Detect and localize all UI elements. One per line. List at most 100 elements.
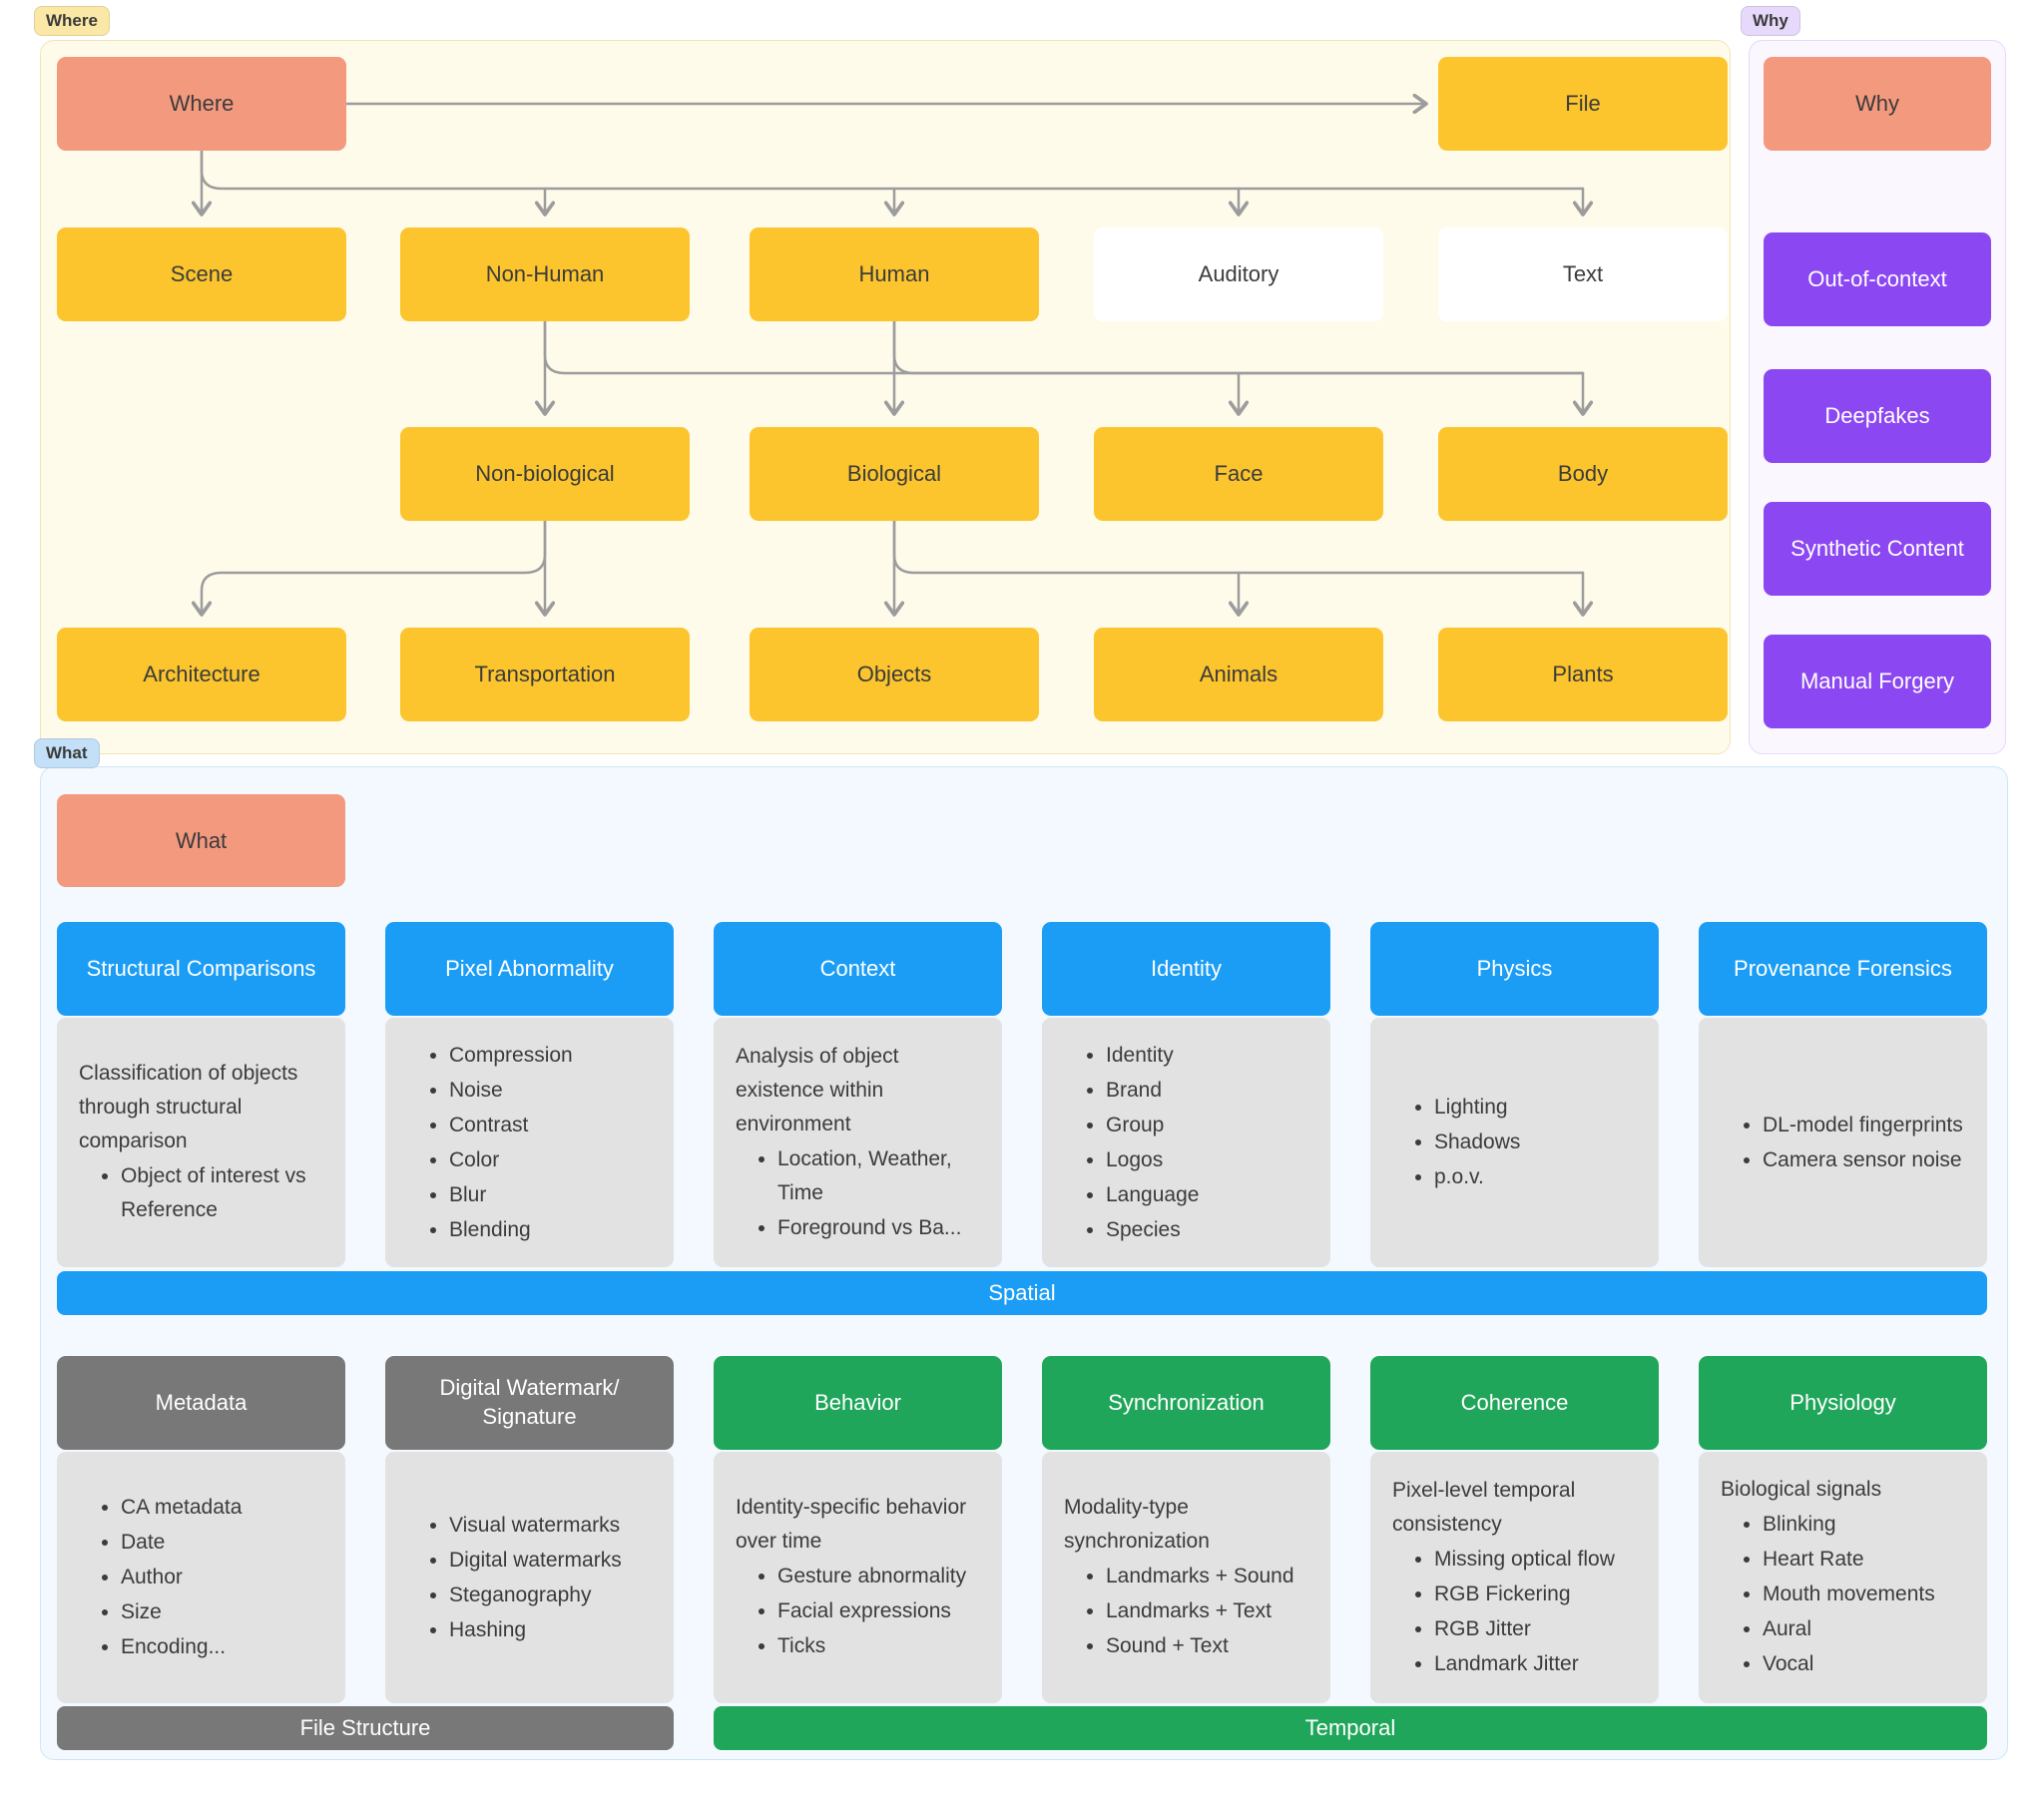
bullet-list: Identity Brand Group Logos Language Spec… (1056, 1038, 1316, 1248)
bullet-item: RGB Fickering (1434, 1578, 1645, 1611)
header-coherence[interactable]: Coherence (1370, 1356, 1659, 1450)
bullet-item: Identity (1106, 1039, 1316, 1073)
bullet-item: Camera sensor noise (1763, 1143, 1973, 1177)
node-scene[interactable]: Scene (57, 227, 346, 321)
bullet-list: Compression Noise Contrast Color Blur Bl… (399, 1038, 660, 1248)
node-plants[interactable]: Plants (1438, 628, 1728, 721)
bullet-list: Gesture abnormality Facial expressions T… (728, 1559, 988, 1664)
body-physics: Lighting Shadows p.o.v. (1370, 1018, 1659, 1267)
node-animals[interactable]: Animals (1094, 628, 1383, 721)
bullet-list: Landmarks + Sound Landmarks + Text Sound… (1056, 1559, 1316, 1664)
bullet-item: Digital watermarks (449, 1544, 660, 1578)
header-metadata[interactable]: Metadata (57, 1356, 345, 1450)
header-structural-comparisons[interactable]: Structural Comparisons (57, 922, 345, 1016)
body-structural-comparisons: Classification of objects through struct… (57, 1018, 345, 1267)
bullet-item: Shadows (1434, 1126, 1645, 1159)
bullet-item: Foreground vs Ba... (777, 1211, 988, 1245)
bullet-list: Blinking Heart Rate Mouth movements Aura… (1713, 1507, 1973, 1682)
bullet-item: Landmark Jitter (1434, 1647, 1645, 1681)
header-context[interactable]: Context (714, 922, 1002, 1016)
header-synchronization[interactable]: Synchronization (1042, 1356, 1330, 1450)
bullet-item: Gesture abnormality (777, 1560, 988, 1593)
why-group-badge: Why (1741, 6, 1800, 36)
body-behavior: Identity-specific behavior over time Ges… (714, 1452, 1002, 1703)
bullet-item: Lighting (1434, 1091, 1645, 1125)
bullet-item: Color (449, 1143, 660, 1177)
node-transportation[interactable]: Transportation (400, 628, 690, 721)
header-provenance-forensics[interactable]: Provenance Forensics (1699, 922, 1987, 1016)
bullet-item: Author (121, 1561, 331, 1594)
body-pixel-abnormality: Compression Noise Contrast Color Blur Bl… (385, 1018, 674, 1267)
bullet-item: Compression (449, 1039, 660, 1073)
bullet-item: Facial expressions (777, 1594, 988, 1628)
where-group-badge: Where (34, 6, 110, 36)
bullet-item: Landmarks + Sound (1106, 1560, 1316, 1593)
bullet-item: RGB Jitter (1434, 1612, 1645, 1646)
bullet-item: Contrast (449, 1109, 660, 1142)
bullet-item: DL-model fingerprints (1763, 1109, 1973, 1142)
intro-text: Modality-type synchronization (1064, 1496, 1210, 1553)
node-objects[interactable]: Objects (750, 628, 1039, 721)
node-text[interactable]: Text (1438, 227, 1728, 321)
bullet-item: Logos (1106, 1143, 1316, 1177)
bullet-item: Ticks (777, 1629, 988, 1663)
where-flow-edges (41, 41, 1730, 753)
bullet-item: Blinking (1763, 1508, 1973, 1542)
header-pixel-abnormality[interactable]: Pixel Abnormality (385, 922, 674, 1016)
bullet-list: Visual watermarks Digital watermarks Ste… (399, 1508, 660, 1648)
what-group-badge: What (34, 738, 100, 768)
node-manual-forgery[interactable]: Manual Forgery (1764, 635, 1991, 728)
node-where-root[interactable]: Where (57, 57, 346, 151)
bullet-item: Visual watermarks (449, 1509, 660, 1543)
bullet-item: Heart Rate (1763, 1543, 1973, 1577)
bullet-item: Size (121, 1595, 331, 1629)
bullet-item: Species (1106, 1213, 1316, 1247)
body-digital-watermark-signature: Visual watermarks Digital watermarks Ste… (385, 1452, 674, 1703)
node-non-biological[interactable]: Non-biological (400, 427, 690, 521)
bullet-item: Brand (1106, 1074, 1316, 1108)
spatial-bar: Spatial (57, 1271, 1987, 1315)
header-physiology[interactable]: Physiology (1699, 1356, 1987, 1450)
bullet-item: Vocal (1763, 1647, 1973, 1681)
bullet-list: DL-model fingerprints Camera sensor nois… (1713, 1108, 1973, 1178)
header-identity[interactable]: Identity (1042, 922, 1330, 1016)
bullet-item: p.o.v. (1434, 1160, 1645, 1194)
what-panel: What Structural Comparisons Pixel Abnorm… (40, 766, 2008, 1760)
node-out-of-context[interactable]: Out-of-context (1764, 232, 1991, 326)
body-identity: Identity Brand Group Logos Language Spec… (1042, 1018, 1330, 1267)
bullet-item: Aural (1763, 1612, 1973, 1646)
node-synthetic-content[interactable]: Synthetic Content (1764, 502, 1991, 596)
node-face[interactable]: Face (1094, 427, 1383, 521)
bullet-item: Mouth movements (1763, 1578, 1973, 1611)
body-coherence: Pixel-level temporal consistency Missing… (1370, 1452, 1659, 1703)
bullet-item: Encoding... (121, 1630, 331, 1664)
node-auditory[interactable]: Auditory (1094, 227, 1383, 321)
node-body[interactable]: Body (1438, 427, 1728, 521)
node-why-root[interactable]: Why (1764, 57, 1991, 151)
bullet-item: Language (1106, 1178, 1316, 1212)
body-synchronization: Modality-type synchronization Landmarks … (1042, 1452, 1330, 1703)
bullet-item: Sound + Text (1106, 1629, 1316, 1663)
intro-text: Analysis of object existence within envi… (736, 1044, 899, 1135)
temporal-bar: Temporal (714, 1706, 1987, 1750)
bullet-list: Missing optical flow RGB Fickering RGB J… (1384, 1542, 1645, 1682)
node-deepfakes[interactable]: Deepfakes (1764, 369, 1991, 463)
node-architecture[interactable]: Architecture (57, 628, 346, 721)
body-context: Analysis of object existence within envi… (714, 1018, 1002, 1267)
bullet-item: Noise (449, 1074, 660, 1108)
header-physics[interactable]: Physics (1370, 922, 1659, 1016)
bullet-item: Steganography (449, 1579, 660, 1612)
body-metadata: CA metadata Date Author Size Encoding... (57, 1452, 345, 1703)
node-file[interactable]: File (1438, 57, 1728, 151)
where-panel: Where File Scene Non-Human Human Auditor… (40, 40, 1731, 754)
node-biological[interactable]: Biological (750, 427, 1039, 521)
node-what-root[interactable]: What (57, 794, 345, 887)
intro-text: Identity-specific behavior over time (736, 1496, 967, 1553)
bullet-item: Object of interest vs Reference (121, 1159, 331, 1227)
node-non-human[interactable]: Non-Human (400, 227, 690, 321)
header-behavior[interactable]: Behavior (714, 1356, 1002, 1450)
bullet-item: Blur (449, 1178, 660, 1212)
node-human[interactable]: Human (750, 227, 1039, 321)
header-digital-watermark-signature[interactable]: Digital Watermark/ Signature (385, 1356, 674, 1450)
bullet-item: Date (121, 1526, 331, 1560)
